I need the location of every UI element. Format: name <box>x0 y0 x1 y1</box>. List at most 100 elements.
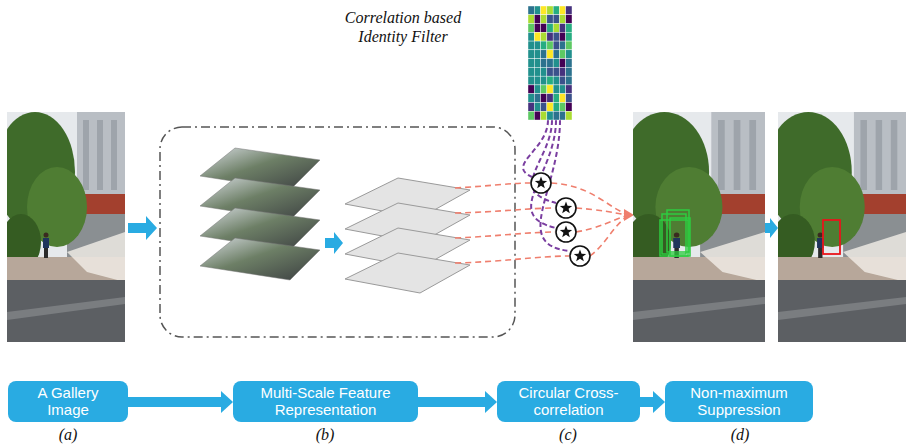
panel-letter: (c) <box>548 425 588 444</box>
filter-cell <box>547 59 553 68</box>
filter-cell <box>547 67 553 76</box>
filter-cell <box>553 59 559 68</box>
filter-cell <box>559 59 565 68</box>
star-symbol <box>560 202 572 214</box>
filter-cell <box>541 111 547 120</box>
filter-cell <box>566 15 572 24</box>
filter-cell <box>534 24 540 33</box>
filter-cell <box>541 59 547 68</box>
filter-cell <box>566 94 572 103</box>
filter-cell <box>547 6 553 15</box>
filter-cell <box>528 76 534 85</box>
filter-cell <box>547 94 553 103</box>
filter-cell <box>534 85 540 94</box>
star-symbol <box>574 250 586 262</box>
filter-cell <box>559 41 565 50</box>
filter-cell <box>566 102 572 111</box>
filter-cell <box>528 85 534 94</box>
filter-cell <box>541 6 547 15</box>
correlation-operator <box>531 173 551 193</box>
filter-cell <box>541 41 547 50</box>
filter-cell <box>534 15 540 24</box>
filter-cell <box>541 24 547 33</box>
process-box: Non-maximum Suppression <box>665 381 813 422</box>
process-box: Circular Cross-correlation <box>497 381 640 422</box>
star-symbol <box>535 177 547 189</box>
filter-cell <box>534 6 540 15</box>
filter-cell <box>528 59 534 68</box>
filter-cell <box>541 94 547 103</box>
filter-cell <box>547 41 553 50</box>
filter-cell <box>528 67 534 76</box>
filter-cell <box>547 15 553 24</box>
filter-cell <box>547 50 553 59</box>
filter-cell <box>528 24 534 33</box>
filter-cell <box>528 6 534 15</box>
filter-cell <box>566 50 572 59</box>
filter-caption: Correlation based Identity Filter <box>323 8 483 46</box>
filter-cell <box>547 111 553 120</box>
filter-cell <box>553 6 559 15</box>
flow-arrow <box>418 391 497 413</box>
filter-cell <box>534 76 540 85</box>
filter-cell <box>559 76 565 85</box>
filter-cell <box>541 15 547 24</box>
filter-cell <box>553 15 559 24</box>
filter-cell <box>559 6 565 15</box>
filter-cell <box>559 67 565 76</box>
filter-cell <box>559 15 565 24</box>
filter-cell <box>528 102 534 111</box>
filter-cell <box>553 24 559 33</box>
process-box: A Gallery Image <box>8 381 128 422</box>
filter-cell <box>541 76 547 85</box>
filter-cell <box>528 111 534 120</box>
filter-cell <box>559 32 565 41</box>
filter-cell <box>566 6 572 15</box>
filter-cell <box>547 24 553 33</box>
filter-cell <box>553 41 559 50</box>
box-label: A Gallery Image <box>16 385 120 418</box>
box-label: Circular Cross-correlation <box>505 385 632 418</box>
filter-cell <box>528 15 534 24</box>
filter-cell <box>528 41 534 50</box>
filter-cell <box>528 50 534 59</box>
filter-cell <box>547 76 553 85</box>
filter-cell <box>566 76 572 85</box>
filter-cell <box>534 50 540 59</box>
filter-cell <box>534 67 540 76</box>
filter-cell <box>553 102 559 111</box>
filter-cell <box>528 32 534 41</box>
filter-cell <box>541 67 547 76</box>
filter-cell <box>553 94 559 103</box>
correlation-operator <box>556 198 576 218</box>
filter-cell <box>528 94 534 103</box>
filter-cell <box>541 102 547 111</box>
filter-cell <box>553 32 559 41</box>
filter-cell <box>559 85 565 94</box>
correlation-operator <box>570 246 590 266</box>
filter-cell <box>534 41 540 50</box>
panel-letter: (d) <box>720 425 760 444</box>
filter-cell <box>553 67 559 76</box>
filter-cell <box>553 50 559 59</box>
filter-cell <box>566 59 572 68</box>
process-box: Multi-Scale Feature Representation <box>233 381 418 422</box>
flow-arrow <box>128 391 233 413</box>
filter-cell <box>534 32 540 41</box>
filter-cell <box>553 85 559 94</box>
filter-cell <box>566 32 572 41</box>
filter-cell <box>534 94 540 103</box>
filter-cell <box>559 94 565 103</box>
star-symbol <box>560 226 572 238</box>
filter-cell <box>559 24 565 33</box>
filter-cell <box>547 102 553 111</box>
filter-cell <box>534 59 540 68</box>
filter-cell <box>534 111 540 120</box>
filter-cell <box>566 67 572 76</box>
filter-cell <box>547 85 553 94</box>
filter-cell <box>559 50 565 59</box>
filter-cell <box>541 85 547 94</box>
box-label: Non-maximum Suppression <box>673 385 805 418</box>
